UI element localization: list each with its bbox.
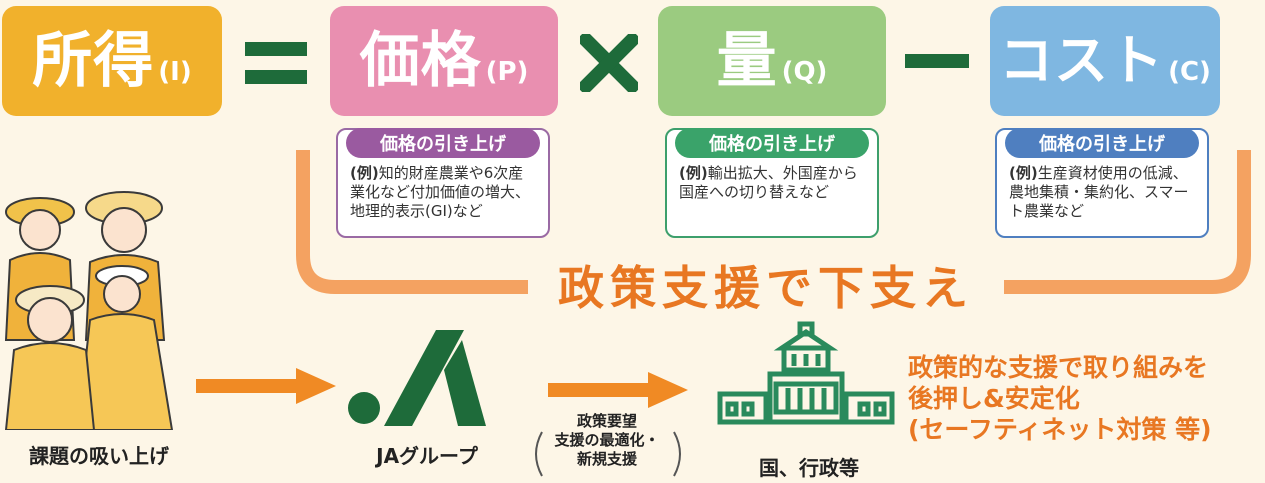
ja-logo-icon [348, 330, 486, 426]
note-line: 政策的な支援で取り組みを [908, 353, 1209, 382]
cost-label: コスト [999, 29, 1165, 92]
right-arrow-icon [548, 372, 688, 408]
support-label: 政策支援で下支え [528, 253, 1004, 317]
right-arrow-icon [196, 368, 336, 404]
demand-brackets [535, 431, 681, 477]
demand-text: 政策要望 支援の最適化・ 新規支援 [532, 412, 682, 469]
minus-sign [905, 54, 969, 68]
card-body: (例)知的財産農業や6次産業化など付加価値の増大、地理的表示(GI)など [350, 164, 538, 221]
price-label: 価格 [359, 26, 482, 96]
demand-line: 支援の最適化・ [554, 431, 660, 449]
price-symbol: (P) [485, 57, 529, 87]
demand-line: 政策要望 [576, 412, 637, 430]
card-body: (例)輸出拡大、外国産から国産への切り替えなど [679, 164, 867, 202]
income-symbol: (I) [158, 57, 192, 87]
note-line: (セーフティネット対策 等) [908, 415, 1212, 444]
farmers-group-illustration [4, 191, 174, 430]
card-body: (例)生産資材使用の低減、農地集積・集約化、スマート農業など [1009, 164, 1197, 221]
example-tag: (例) [679, 164, 708, 182]
government-label: 国、行政等 [759, 456, 859, 480]
note-line: 後押し&安定化 [908, 384, 1080, 413]
example-tag: (例) [350, 164, 379, 182]
demand-line: 新規支援 [576, 450, 637, 468]
quantity-example-card: 価格の引き上げ (例)輸出拡大、外国産から国産への切り替えなど [665, 128, 879, 238]
policy-support-note: 政策的な支援で取り組みを 後押し&安定化 (セーフティネット対策 等) [908, 352, 1258, 445]
cost-term: コスト (C) [990, 6, 1220, 116]
farmers-label: 課題の吸い上げ [29, 444, 169, 468]
example-tag: (例) [1009, 164, 1038, 182]
quantity-label: 量 [716, 26, 778, 96]
quantity-symbol: (Q) [781, 57, 828, 87]
equals-sign [245, 42, 307, 84]
example-text: 知的財産農業や6次産業化など付加価値の増大、地理的表示(GI)など [350, 164, 531, 220]
card-title: 価格の引き上げ [346, 128, 540, 158]
government-building-icon [717, 321, 895, 425]
ja-label: JAグループ [376, 444, 478, 468]
example-text: 生産資材使用の低減、農地集積・集約化、スマート農業など [1009, 164, 1189, 220]
income-term: 所得 (I) [2, 6, 222, 116]
card-title: 価格の引き上げ [675, 128, 869, 158]
income-label: 所得 [32, 26, 155, 96]
times-sign [580, 34, 638, 92]
price-term: 価格 (P) [330, 6, 558, 116]
cost-symbol: (C) [1168, 57, 1211, 87]
cost-example-card: 価格の引き上げ (例)生産資材使用の低減、農地集積・集約化、スマート農業など [995, 128, 1209, 238]
card-title: 価格の引き上げ [1005, 128, 1199, 158]
price-example-card: 価格の引き上げ (例)知的財産農業や6次産業化など付加価値の増大、地理的表示(G… [336, 128, 550, 238]
quantity-term: 量 (Q) [658, 6, 886, 116]
example-text: 輸出拡大、外国産から国産への切り替えなど [679, 164, 858, 201]
